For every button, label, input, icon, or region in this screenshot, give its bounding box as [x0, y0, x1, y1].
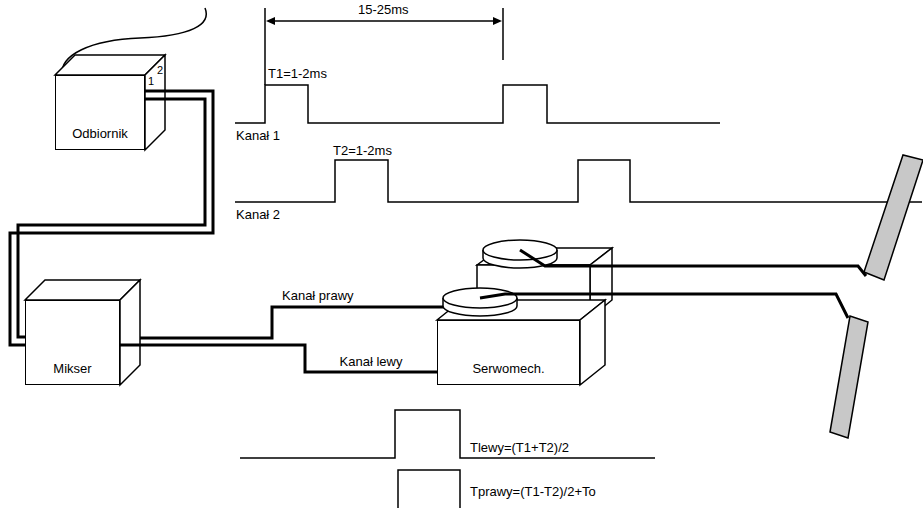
signal-label: 15-25ms: [358, 2, 409, 17]
signal-label: Kanał prawy: [282, 288, 354, 303]
pushrod: [480, 294, 848, 318]
device-box: Odbiornik: [55, 75, 145, 150]
signal-label: T1=1-2ms: [268, 66, 327, 81]
signal-label: Kanał 2: [236, 207, 280, 222]
dimension-tick: [264, 8, 266, 85]
mixer-side: [120, 280, 140, 385]
signal-label: Tprawy=(T1-T2)/2+To: [470, 484, 596, 499]
device-box: Serwomech.: [437, 320, 580, 385]
servo-side: [580, 300, 605, 385]
signal-label: 1: [148, 75, 154, 87]
channel1-waveform: [235, 85, 720, 123]
right-pulse: [398, 470, 460, 508]
signal-label: Tlewy=(T1+T2)/2: [470, 440, 569, 455]
left-pulse: [240, 410, 655, 458]
control-surface: [864, 155, 923, 280]
pushrod: [520, 250, 866, 276]
dimension-line: [270, 20, 498, 22]
device-box: Mikser: [25, 300, 120, 385]
signal-label: 2: [157, 64, 163, 76]
right-channel-wire: [140, 307, 478, 338]
wire-label: Kanał lewy: [338, 354, 405, 369]
control-surface: [830, 316, 868, 438]
dimension-arrow: [493, 17, 502, 25]
dimension-tick: [502, 8, 504, 60]
channel2-waveform: [235, 160, 922, 202]
signal-wire: [120, 345, 437, 372]
box-label: Serwomech.: [472, 361, 544, 376]
signal-label: T2=1-2ms: [333, 143, 392, 158]
signal-label: Kanał 1: [236, 128, 280, 143]
box-label: Mikser: [53, 361, 91, 376]
receiver-side: [145, 55, 165, 150]
dimension-arrow: [266, 17, 275, 25]
box-label: Odbiornik: [72, 126, 128, 141]
